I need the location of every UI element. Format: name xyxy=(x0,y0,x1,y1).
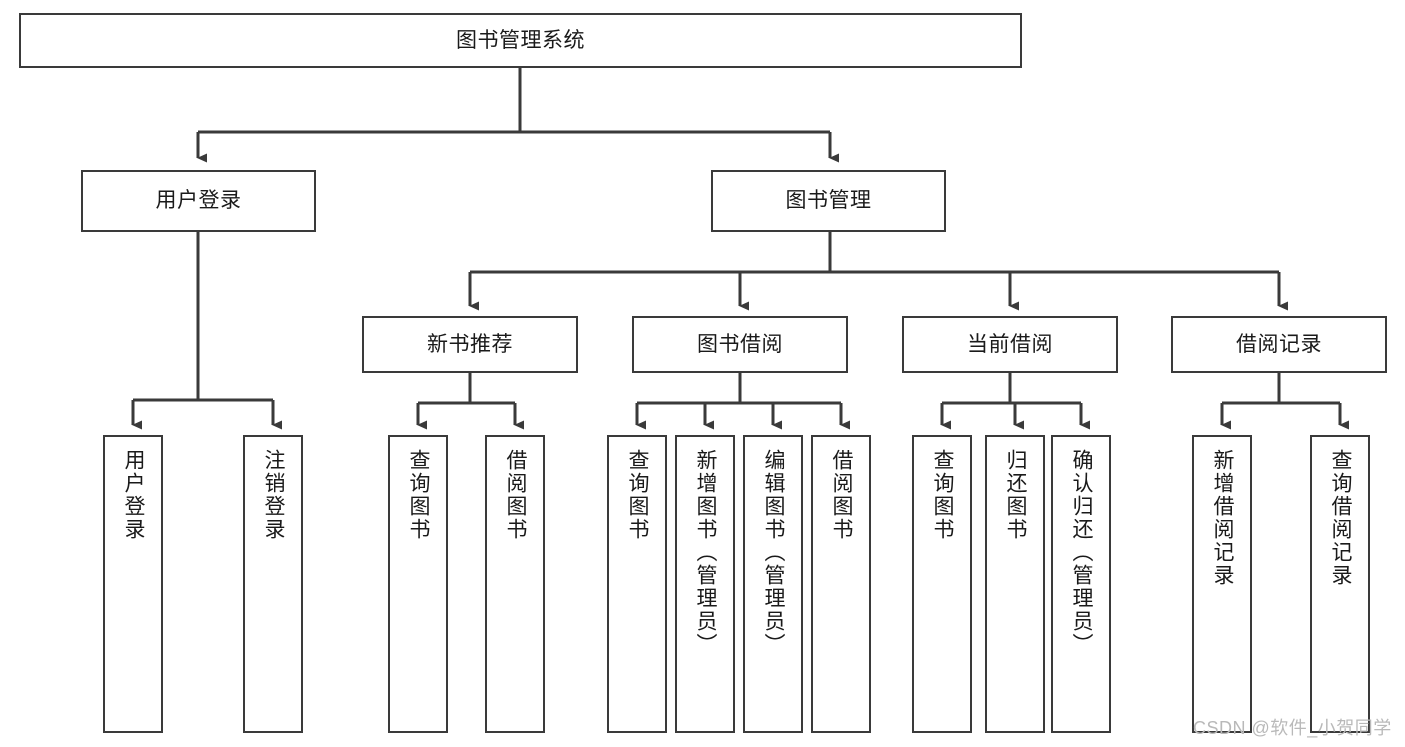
node-book-manage-label: 图书管理 xyxy=(785,189,872,213)
node-borrow-record[interactable]: 借阅记录 xyxy=(1171,316,1387,373)
node-root[interactable]: 图书管理系统 xyxy=(19,13,1022,68)
node-leaf-add-book[interactable]: 新增图书（管理员） xyxy=(675,435,735,733)
node-leaf-borrow-book-1-label: 借阅图书 xyxy=(504,449,528,541)
node-leaf-edit-book-label: 编辑图书（管理员） xyxy=(762,449,786,656)
node-leaf-logout-label: 注销登录 xyxy=(262,449,286,541)
node-leaf-query-borrow-record[interactable]: 查询借阅记录 xyxy=(1310,435,1370,733)
node-current-borrow-label: 当前借阅 xyxy=(967,332,1053,356)
csdn-watermark: CSDN @软件_小贺同学 xyxy=(1193,718,1392,738)
node-root-label: 图书管理系统 xyxy=(456,28,585,52)
node-leaf-add-book-label: 新增图书（管理员） xyxy=(694,449,718,656)
node-leaf-borrow-book-2[interactable]: 借阅图书 xyxy=(811,435,871,733)
node-leaf-return-book-label: 归还图书 xyxy=(1004,449,1028,541)
node-book-borrow[interactable]: 图书借阅 xyxy=(632,316,848,373)
node-leaf-confirm-return-label: 确认归还（管理员） xyxy=(1070,449,1094,656)
node-leaf-confirm-return[interactable]: 确认归还（管理员） xyxy=(1051,435,1111,733)
node-book-borrow-label: 图书借阅 xyxy=(697,332,783,356)
node-leaf-add-borrow-record[interactable]: 新增借阅记录 xyxy=(1192,435,1252,733)
node-leaf-query-book-2-label: 查询图书 xyxy=(626,449,650,541)
node-leaf-user-login[interactable]: 用户登录 xyxy=(103,435,163,733)
node-leaf-query-book-1[interactable]: 查询图书 xyxy=(388,435,448,733)
node-user-login[interactable]: 用户登录 xyxy=(81,170,316,232)
node-leaf-borrow-book-1[interactable]: 借阅图书 xyxy=(485,435,545,733)
node-leaf-query-book-2[interactable]: 查询图书 xyxy=(607,435,667,733)
node-leaf-logout[interactable]: 注销登录 xyxy=(243,435,303,733)
node-book-manage[interactable]: 图书管理 xyxy=(711,170,946,232)
node-current-borrow[interactable]: 当前借阅 xyxy=(902,316,1118,373)
node-leaf-query-book-3[interactable]: 查询图书 xyxy=(912,435,972,733)
node-leaf-add-borrow-record-label: 新增借阅记录 xyxy=(1211,449,1235,587)
node-borrow-record-label: 借阅记录 xyxy=(1236,332,1322,356)
node-leaf-edit-book[interactable]: 编辑图书（管理员） xyxy=(743,435,803,733)
node-leaf-query-book-1-label: 查询图书 xyxy=(407,449,431,541)
node-leaf-query-borrow-record-label: 查询借阅记录 xyxy=(1329,449,1353,587)
node-user-login-label: 用户登录 xyxy=(155,189,242,213)
node-leaf-return-book[interactable]: 归还图书 xyxy=(985,435,1045,733)
node-leaf-user-login-label: 用户登录 xyxy=(122,449,146,541)
node-leaf-query-book-3-label: 查询图书 xyxy=(931,449,955,541)
node-new-book-recommend-label: 新书推荐 xyxy=(427,332,513,356)
node-new-book-recommend[interactable]: 新书推荐 xyxy=(362,316,578,373)
node-leaf-borrow-book-2-label: 借阅图书 xyxy=(830,449,854,541)
